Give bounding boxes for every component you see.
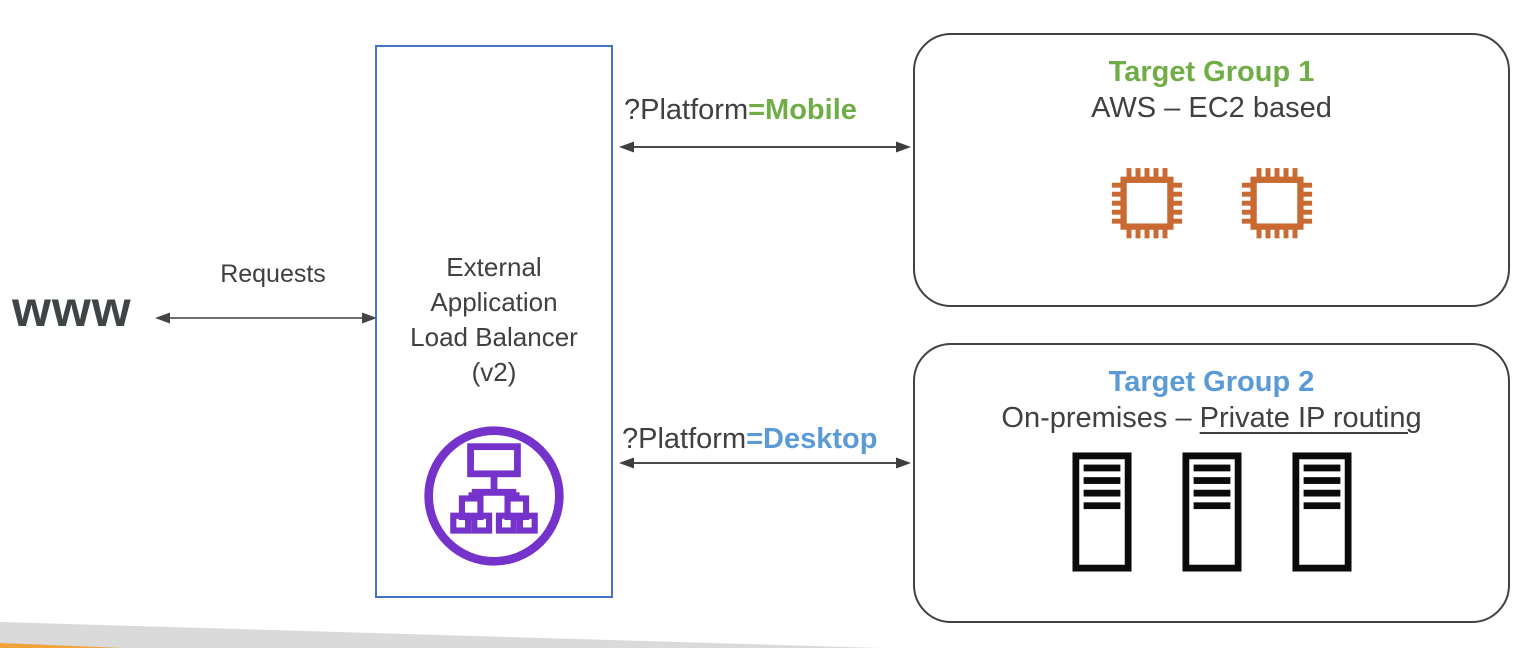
server-icon (1291, 452, 1352, 572)
target-group-1-subtitle: AWS – EC2 based (1091, 92, 1332, 124)
target-group-1-box: Target Group 1 AWS – EC2 based (913, 33, 1510, 307)
requests-bidirectional-arrow-icon (155, 312, 377, 324)
route-label-mobile: ?Platform=Mobile (624, 94, 857, 127)
ec2-instance-row (915, 153, 1508, 257)
target-group-1-title: Target Group 1 (1108, 56, 1315, 88)
www-label: www (12, 281, 132, 337)
ec2-instance-icon (1241, 168, 1312, 239)
route-mobile-value: =Mobile (748, 94, 857, 126)
load-balancer-icon (424, 426, 564, 566)
ec2-instance-icon (1111, 168, 1182, 239)
load-balancer-box: External Application Load Balancer (v2) (375, 45, 613, 598)
target-group-2-title: Target Group 2 (1108, 366, 1315, 398)
requests-label: Requests (220, 260, 326, 288)
route-desktop-value: =Desktop (746, 423, 878, 455)
route-label-desktop: ?Platform=Desktop (622, 423, 877, 456)
server-icon (1071, 452, 1132, 572)
desktop-bidirectional-arrow-icon (619, 457, 911, 469)
route-desktop-prefix: ?Platform (622, 423, 747, 455)
server-icon (1181, 452, 1242, 572)
route-mobile-prefix: ?Platform (624, 94, 749, 126)
target-group-2-subtitle-prefix: On-premises – (1001, 402, 1200, 434)
target-group-2-subtitle: On-premises – Private IP routing (915, 402, 1508, 435)
target-group-2-subtitle-underlined: Private IP routing (1199, 402, 1422, 434)
mobile-bidirectional-arrow-icon (619, 141, 911, 153)
slide-corner-decoration (0, 622, 880, 648)
load-balancer-label: External Application Load Balancer (v2) (410, 252, 578, 387)
server-row (915, 451, 1508, 573)
target-group-2-box: Target Group 2 On-premises – Private IP … (913, 343, 1510, 623)
